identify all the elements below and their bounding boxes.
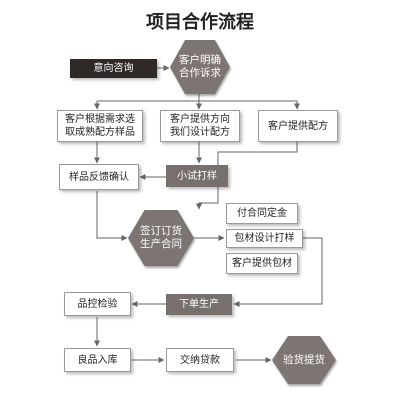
- node-production: 下单生产: [166, 294, 232, 315]
- node-storage: 良品入库: [64, 348, 131, 372]
- node-qc: 品控检验: [64, 292, 131, 316]
- node-option-a-line1: 客户根据需求选: [65, 114, 135, 125]
- node-contract: 签订订货 生产合同: [128, 210, 194, 266]
- node-intent: 意向咨询: [70, 59, 157, 78]
- arrow-feedback-to-contract: [96, 191, 128, 241]
- node-confirm: 客户明确 合作诉求: [170, 40, 230, 94]
- node-delivery-label: 验货提货: [272, 336, 336, 384]
- node-deposit: 付合同定金: [226, 203, 298, 224]
- node-contract-line1: 签订订货: [140, 225, 182, 237]
- node-option-c: 客户提供配方: [258, 110, 338, 142]
- node-option-a-line2: 取成熟配方样品: [65, 127, 135, 138]
- node-delivery: 验货提货: [272, 336, 336, 384]
- node-customer-packaging: 客户提供包材: [226, 253, 298, 274]
- node-sample-feedback: 样品反馈确认: [59, 164, 139, 190]
- node-trial: 小试打样: [166, 165, 228, 187]
- arrow-packaging-to-production: [233, 237, 323, 307]
- node-option-b: 客户提供方向 我们设计配方: [160, 110, 240, 142]
- node-option-a: 客户根据需求选 取成熟配方样品: [57, 110, 143, 142]
- node-option-b-line1: 客户提供方向: [170, 114, 230, 125]
- node-option-b-line2: 我们设计配方: [170, 127, 230, 138]
- node-contract-line2: 生产合同: [140, 238, 182, 250]
- node-packaging-design: 包材设计打样: [226, 229, 303, 248]
- page-title: 项目合作流程: [146, 12, 254, 33]
- node-confirm-line2: 合作诉求: [179, 67, 221, 79]
- node-confirm-line1: 客户明确: [179, 54, 221, 66]
- node-payment: 交纳贷款: [166, 348, 234, 372]
